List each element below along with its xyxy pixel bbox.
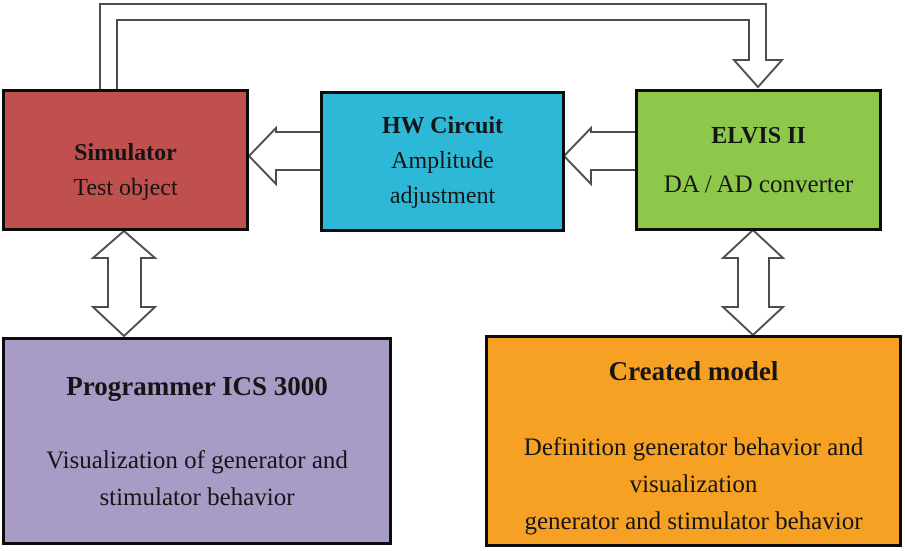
arrow-simulator-programmer-bidirectional (90, 229, 158, 338)
elvis-subtitle: DA / AD converter (663, 170, 854, 198)
programmer-title: Programmer ICS 3000 (66, 371, 328, 401)
hw-circuit-title: HW Circuit (381, 113, 504, 139)
arrow-simulator-to-elvis-loop (99, 3, 785, 92)
arrow-hw-circuit-to-simulator (247, 125, 323, 187)
created-model-line: visualization (629, 471, 758, 498)
simulator-title: Simulator (74, 140, 177, 166)
simulator-subtitle: Test object (73, 175, 178, 201)
programmer-line: Visualization of generator and (46, 447, 348, 474)
hw-circuit-line: adjustment (389, 183, 496, 209)
hw-circuit-box: HW Circuit Amplitude adjustment (320, 91, 565, 232)
created-model-body: Definition generator behavior and visual… (524, 429, 863, 540)
simulator-box: Simulator Test object (2, 89, 249, 231)
arrow-elvis-created-model-bidirectional (720, 228, 786, 337)
elvis-title: ELVIS II (711, 122, 806, 149)
created-model-line: generator and stimulator behavior (524, 508, 863, 535)
arrow-elvis-to-hw-circuit (562, 125, 638, 187)
programmer-box: Programmer ICS 3000 Visualization of gen… (2, 337, 392, 545)
created-model-line: Definition generator behavior and (523, 434, 864, 461)
created-model-box: Created model Definition generator behav… (485, 335, 902, 547)
created-model-title: Created model (608, 356, 779, 386)
programmer-body: Visualization of generator and stimulato… (46, 442, 348, 516)
elvis-box: ELVIS II DA / AD converter (635, 89, 882, 231)
hw-circuit-line: Amplitude (391, 148, 494, 174)
programmer-line: stimulator behavior (99, 484, 295, 511)
